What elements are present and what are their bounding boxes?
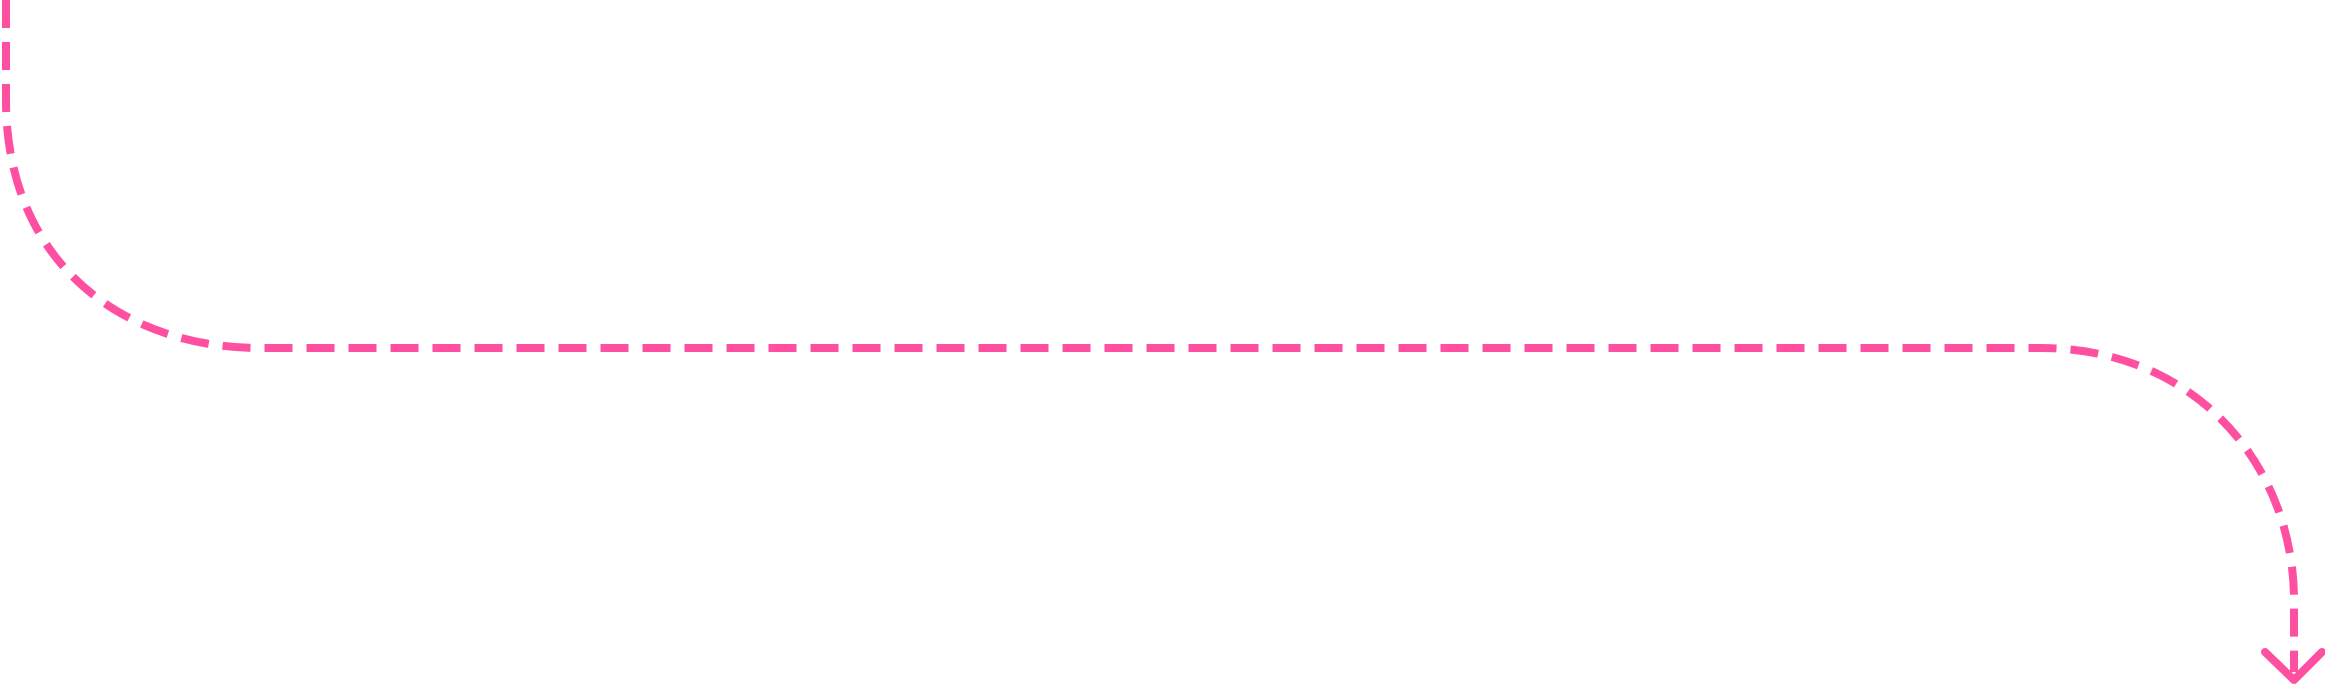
dashed-connector-line — [1, 0, 2298, 672]
chevron-down-icon — [2261, 648, 2325, 684]
